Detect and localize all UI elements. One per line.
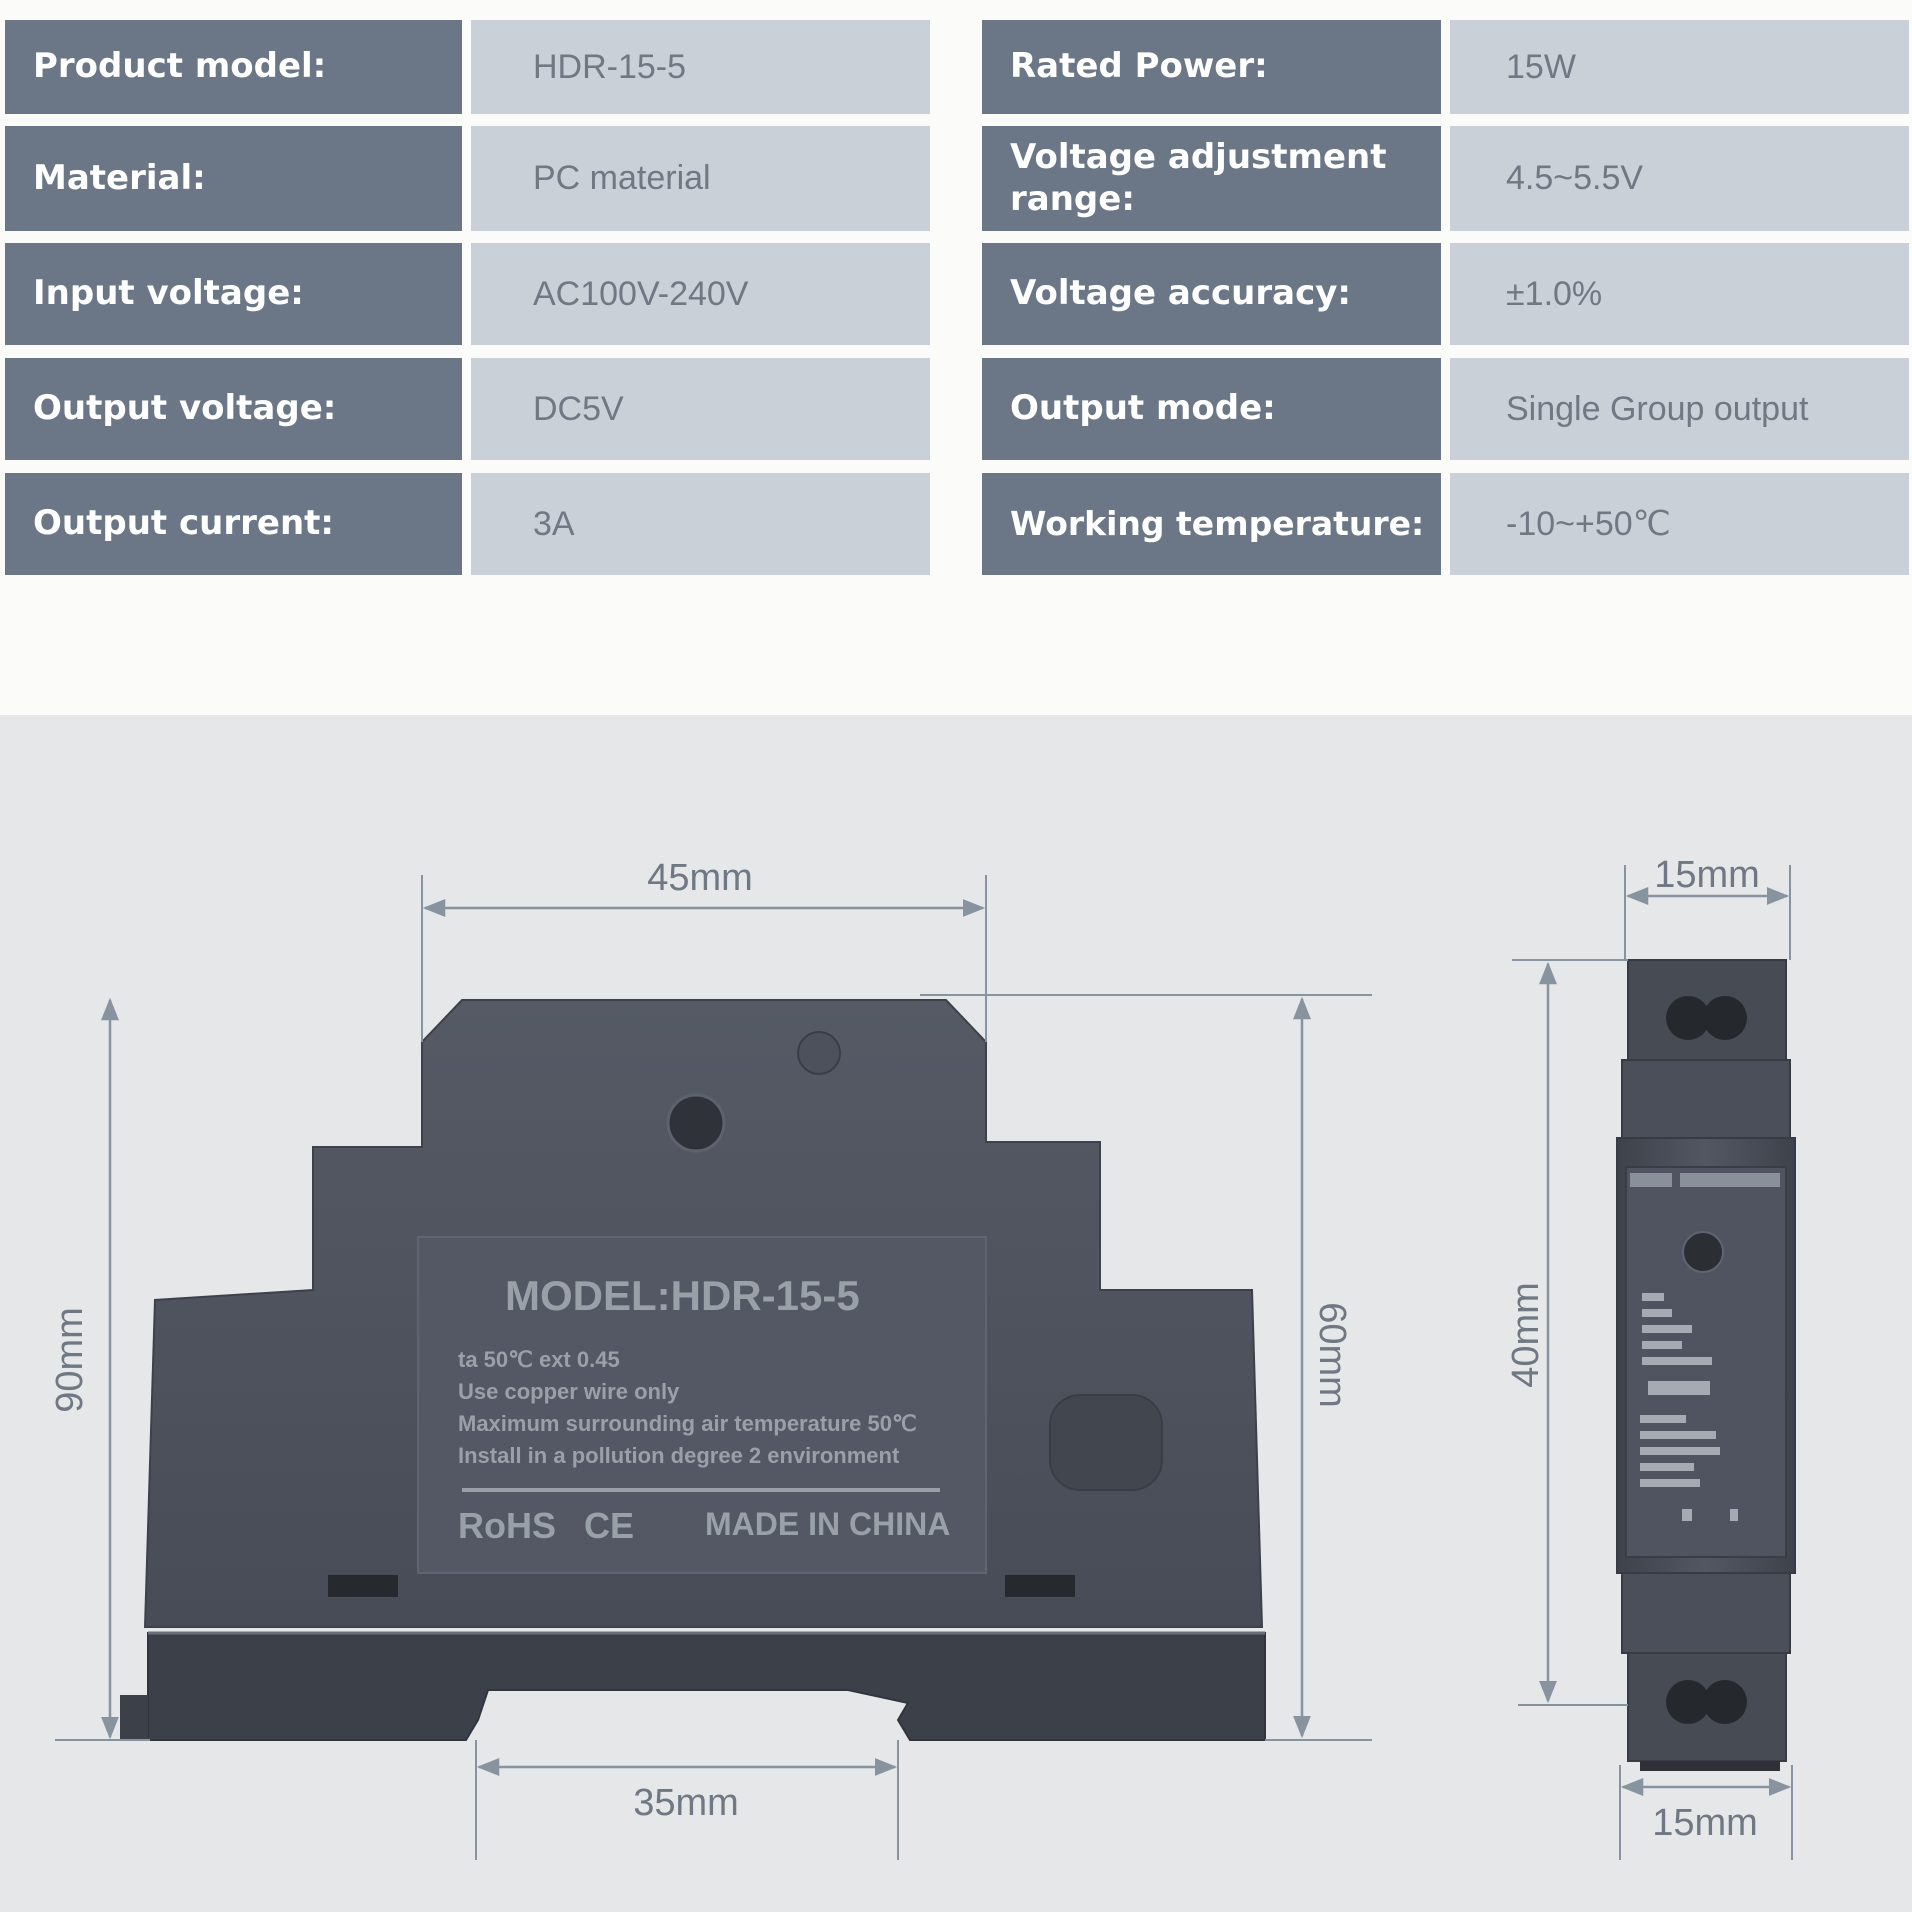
ce-mark: CE — [584, 1505, 634, 1546]
spec-value: PC material — [471, 126, 930, 231]
front-dimensions: 45mm 35mm 90mm 60mm — [49, 857, 1372, 1860]
spec-label: Output mode: — [982, 358, 1441, 460]
label-line: Maximum surrounding air temperature 50℃ — [458, 1411, 917, 1436]
label-line: Install in a pollution degree 2 environm… — [458, 1443, 900, 1468]
spec-value: ±1.0% — [1450, 243, 1909, 345]
spec-value: -10~+50℃ — [1450, 473, 1909, 575]
dim-side-height-label: 40mm — [1505, 1282, 1547, 1388]
spec-table: Product model: HDR-15-5 Material: PC mat… — [0, 0, 1912, 720]
dim-60mm-label: 60mm — [1311, 1302, 1353, 1408]
model-text: MODEL:HDR-15-5 — [505, 1272, 860, 1319]
spec-label: Voltage accuracy: — [982, 243, 1441, 345]
spec-label: Rated Power: — [982, 20, 1441, 114]
spec-value: DC5V — [471, 358, 930, 460]
spec-label: Voltage adjustment range: — [982, 126, 1441, 231]
spec-label: Output current: — [5, 473, 462, 575]
device-side — [1616, 959, 1796, 1771]
label-line: ta 50℃ ext 0.45 — [458, 1347, 620, 1372]
spec-value: AC100V-240V — [471, 243, 930, 345]
dim-90mm-label: 90mm — [49, 1307, 91, 1413]
origin-text: MADE IN CHINA — [705, 1506, 950, 1542]
spec-label: Working temperature: — [982, 473, 1441, 575]
spec-value: 15W — [1450, 20, 1909, 114]
label-line: Use copper wire only — [458, 1379, 680, 1404]
spec-label: Output voltage: — [5, 358, 462, 460]
spec-value: HDR-15-5 — [471, 20, 930, 114]
dim-side-bottom-label: 15mm — [1652, 1802, 1758, 1844]
dim-side-top-label: 15mm — [1654, 854, 1760, 896]
spec-value: Single Group output — [1450, 358, 1909, 460]
side-dimensions: 15mm 15mm 40mm — [1505, 854, 1793, 1860]
spec-value: 4.5~5.5V — [1450, 126, 1909, 231]
dimension-diagram: MODEL:HDR-15-5 ta 50℃ ext 0.45 Use coppe… — [0, 715, 1912, 1912]
spec-label: Product model: — [5, 20, 462, 114]
dim-35mm-label: 35mm — [633, 1782, 739, 1824]
spec-value: 3A — [471, 473, 930, 575]
device-front: MODEL:HDR-15-5 ta 50℃ ext 0.45 Use coppe… — [120, 999, 1266, 1741]
spec-label: Material: — [5, 126, 462, 231]
dim-45mm-label: 45mm — [647, 857, 753, 899]
spec-label: Input voltage: — [5, 243, 462, 345]
rohs-mark: RoHS — [458, 1505, 556, 1546]
